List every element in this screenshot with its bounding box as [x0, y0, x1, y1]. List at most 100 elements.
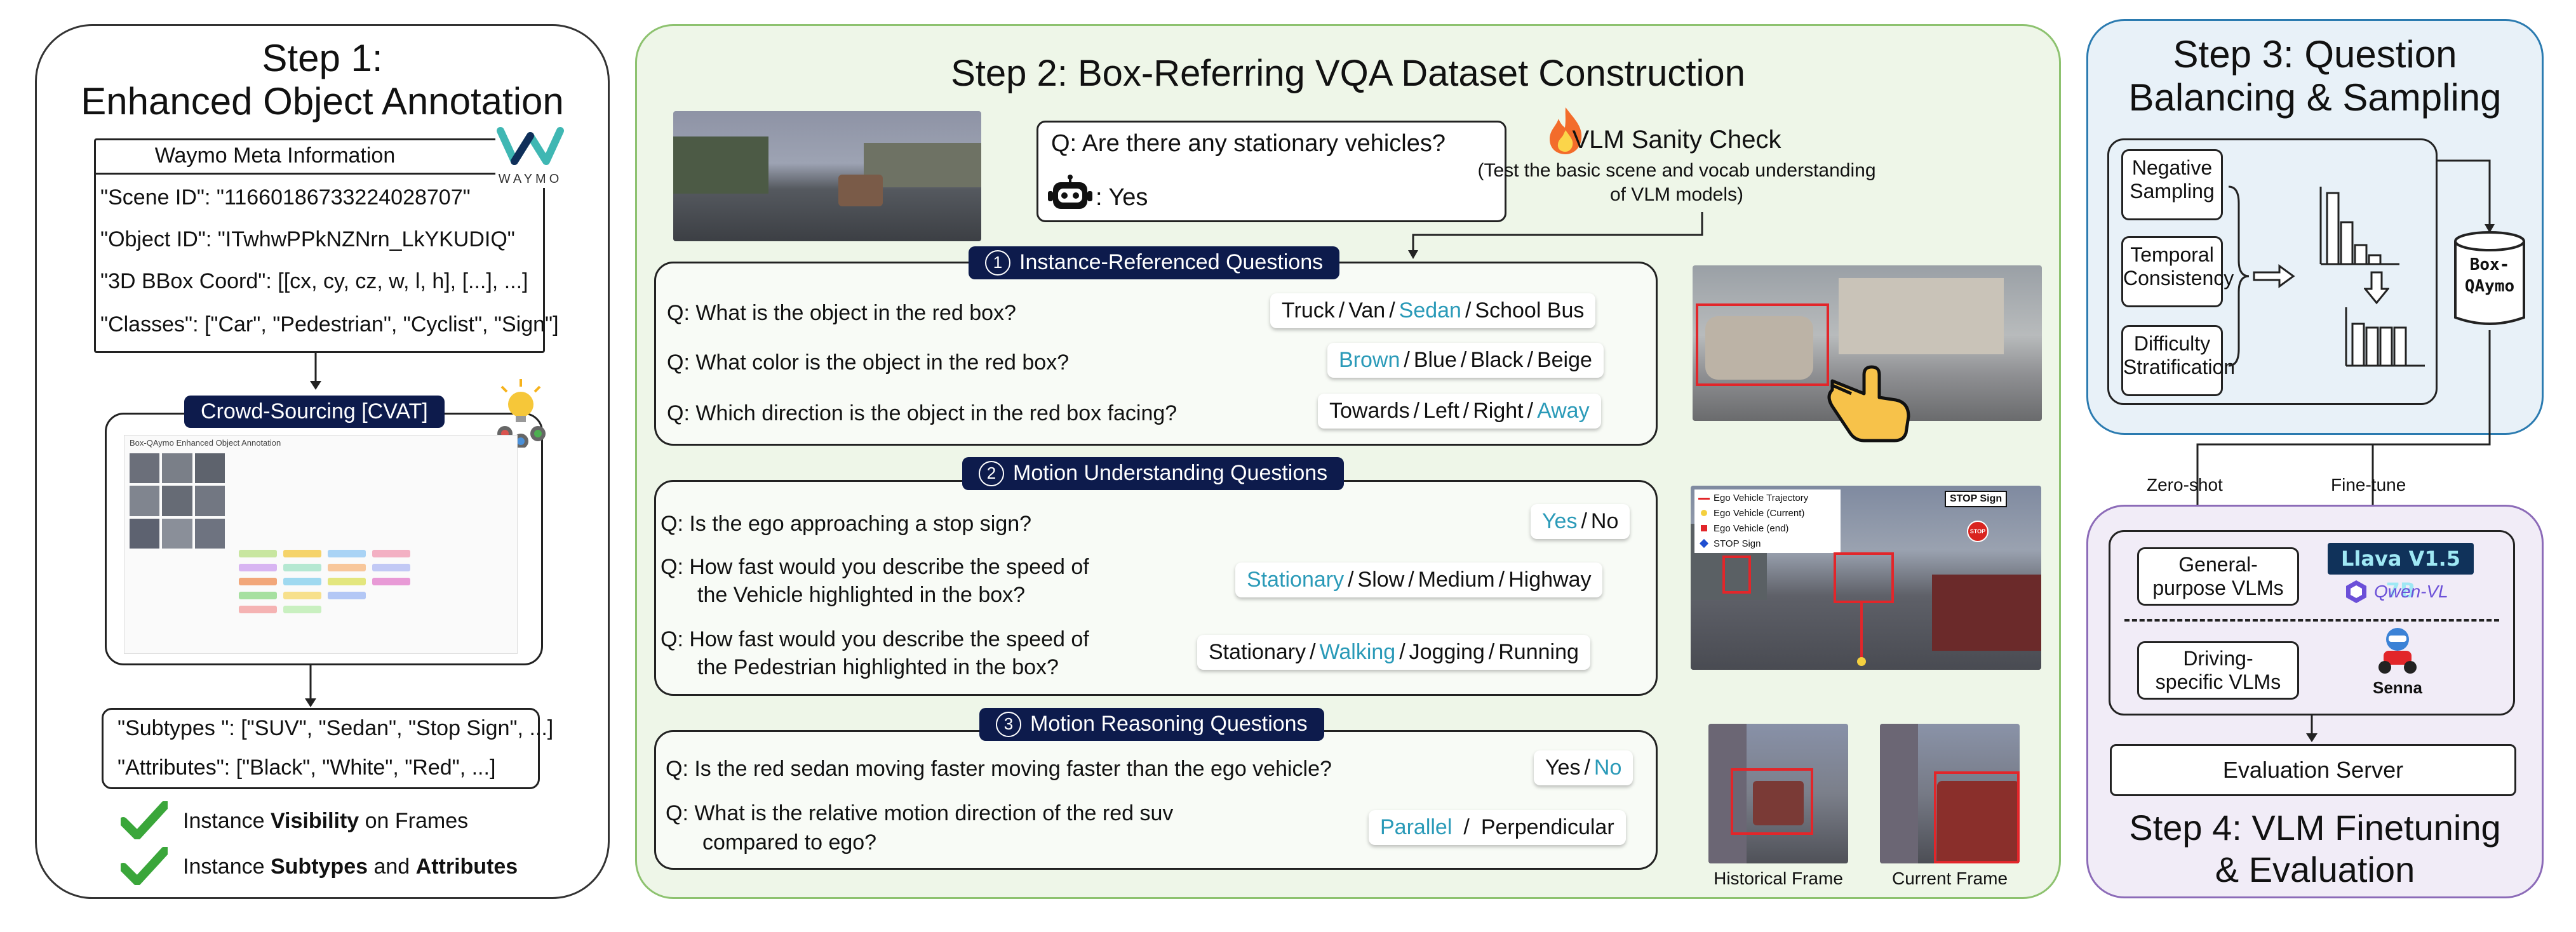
- zero-shot-label: Zero-shot: [2147, 475, 2223, 495]
- arrow-down-hollow-icon: [2364, 271, 2389, 305]
- llava-badge: Llava V1.5 7B: [2328, 543, 2474, 602]
- question-text: Q: Is the red sedan moving faster moving…: [666, 757, 1332, 781]
- fire-icon: [1550, 107, 1582, 154]
- meta-header: Waymo Meta Information: [154, 143, 396, 168]
- meta-row: "Object ID": "ITwhwPPkNZNrn_LkYKUDIQ": [100, 227, 515, 251]
- checkmark-icon: [121, 847, 168, 885]
- answer-option: Medium: [1418, 568, 1495, 592]
- waymo-logo: WAYMO: [495, 124, 565, 188]
- step1-title-line2: Enhanced Object Annotation: [81, 80, 564, 123]
- checkmark-icon: [121, 801, 168, 839]
- attributes-box: [102, 708, 540, 789]
- answer-option-correct: Stationary: [1247, 568, 1345, 592]
- question-text-cont: compared to ego?: [702, 830, 877, 855]
- legend-item: Ego Vehicle (Current): [1714, 508, 1805, 519]
- answer-option: Perpendicular: [1480, 815, 1614, 839]
- waymo-logo-text: WAYMO: [498, 172, 563, 186]
- legend-item: Ego Vehicle Trajectory: [1714, 493, 1809, 503]
- question-text: Q: What is the object in the red box?: [667, 301, 1016, 325]
- answer-options: Yes/No: [1531, 504, 1630, 539]
- question-text: Q: What color is the object in the red b…: [667, 350, 1070, 375]
- legend-item: Ego Vehicle (end): [1714, 523, 1789, 534]
- arrow-down-icon: [310, 353, 321, 390]
- section-label: Instance-Referenced Questions: [1019, 250, 1324, 274]
- stop-sign-text: STOP: [1969, 528, 1986, 535]
- check-text: and: [368, 855, 416, 879]
- step3-title-line1: Step 3: Question: [2173, 33, 2457, 76]
- balancing-methods-box: [2107, 138, 2438, 405]
- answer-options: Parallel/Perpendicular: [1369, 810, 1626, 845]
- meta-row: "3D BBox Coord": [[cx, cy, cz, w, l, h],…: [100, 269, 528, 293]
- answer-options: Towards/Left/Right/Away: [1318, 394, 1601, 429]
- current-frame-photo: [1880, 724, 2020, 863]
- connector-line: [2192, 330, 2491, 528]
- annotation-ui-screenshot: Box-QAymo Enhanced Object Annotation: [124, 435, 518, 654]
- answer-options: Yes/No: [1534, 750, 1633, 785]
- check-text: Instance: [183, 809, 271, 833]
- annotation-tags: [239, 550, 506, 639]
- answer-option-correct: Parallel: [1380, 815, 1452, 839]
- section-number: 3: [996, 712, 1021, 737]
- question-text: Q: How fast would you describe the speed…: [661, 555, 1089, 579]
- step1-title-line1: Step 1:: [262, 37, 383, 79]
- answer-option-correct: Brown: [1339, 348, 1400, 372]
- meta-header-divider: [94, 173, 545, 175]
- driving-vlms-box: Driving- specific VLMs: [2137, 641, 2299, 700]
- method-label: Negative Sampling: [2130, 156, 2215, 203]
- db-label: Box-: [2469, 255, 2510, 274]
- fine-tune-label: Fine-tune: [2331, 475, 2406, 495]
- evaluation-server-box: Evaluation Server: [2110, 744, 2516, 796]
- answer-option: Right: [1473, 399, 1524, 423]
- answer-option: School Bus: [1475, 298, 1585, 323]
- step3-title-line2: Balancing & Sampling: [2128, 76, 2502, 119]
- answer-option: Slow: [1357, 568, 1405, 592]
- answer-options: Stationary/Slow/Medium/Highway: [1235, 563, 1603, 597]
- annotation-thumbnails: [130, 453, 225, 549]
- answer-option-correct: Sedan: [1399, 298, 1461, 323]
- answer-option: Blue: [1413, 348, 1457, 372]
- vlm-models-box: [2109, 530, 2515, 716]
- answer-option: Beige: [1536, 348, 1592, 372]
- red-bounding-box: [1731, 768, 1813, 835]
- check-text-bold: Visibility: [270, 809, 359, 833]
- answer-option-correct: Away: [1537, 399, 1590, 423]
- evaluation-server-label: Evaluation Server: [2222, 757, 2404, 783]
- section-number: 1: [985, 250, 1010, 276]
- question-text: Q: Which direction is the object in the …: [667, 401, 1177, 425]
- robot-icon: [1048, 175, 1092, 209]
- answer-option: Black: [1470, 348, 1524, 372]
- arrow-down-icon: [305, 665, 316, 707]
- red-bounding-box: [1834, 552, 1894, 603]
- answer-option: Yes: [1545, 756, 1581, 780]
- sanity-answer: : Yes: [1096, 184, 1148, 211]
- historical-frame-photo: [1708, 724, 1848, 863]
- driving-vlms-label: Driving-: [2183, 647, 2253, 670]
- current-frame-label: Current Frame: [1891, 869, 2008, 888]
- answer-option: Towards: [1329, 399, 1410, 423]
- check-text: Instance: [183, 855, 271, 879]
- stop-sign-label: STOP Sign: [1945, 491, 2008, 507]
- answer-options: Truck/Van/Sedan/School Bus: [1270, 293, 1596, 328]
- red-bounding-box: [1696, 303, 1829, 386]
- section-label: Motion Understanding Questions: [1013, 461, 1328, 485]
- street-photo: [673, 111, 981, 241]
- subtypes-row: "Subtypes ": ["SUV", "Sedan", "Stop Sign…: [117, 716, 554, 740]
- qwen-label: Qwen-VL: [2374, 582, 2448, 601]
- method-label: Difficulty Stratification: [2123, 332, 2236, 378]
- question-text: Q: How fast would you describe the speed…: [661, 627, 1089, 651]
- method-label: Temporal Consistency: [2123, 243, 2234, 290]
- senna-label: Senna: [2372, 678, 2423, 697]
- stop-sign-icon: STOP: [1967, 521, 1989, 542]
- question-text: Q: Is the ego approaching a stop sign?: [661, 512, 1032, 536]
- check-text-bold: Attributes: [415, 855, 518, 879]
- ego-trajectory-photo: Ego Vehicle Trajectory Ego Vehicle (Curr…: [1691, 486, 2041, 670]
- answer-option: No: [1590, 509, 1619, 533]
- ego-end-marker: [1857, 657, 1866, 666]
- answer-option: Stationary: [1209, 640, 1306, 664]
- connector-line: [2438, 159, 2495, 233]
- answer-option-correct: No: [1593, 756, 1622, 780]
- method-temporal-consistency: Temporal Consistency: [2121, 236, 2234, 307]
- annotation-ui-title: Box-QAymo Enhanced Object Annotation: [130, 438, 281, 448]
- section-pill: 1 Instance-Referenced Questions: [969, 246, 1340, 279]
- answer-option: Running: [1498, 640, 1579, 664]
